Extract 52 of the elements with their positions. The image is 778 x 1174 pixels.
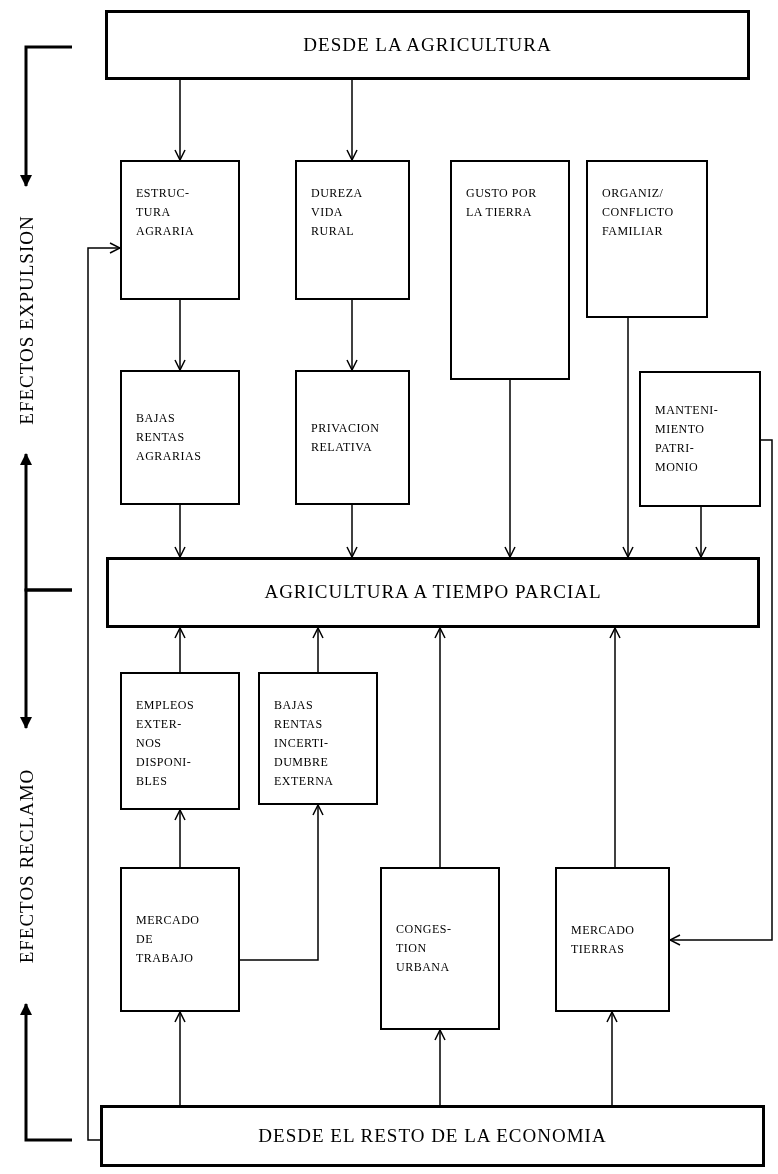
node-label: GUSTO POR LA TIERRA <box>466 185 538 221</box>
process-box <box>100 1105 765 1167</box>
process-box <box>120 160 240 300</box>
arrow <box>346 299 358 371</box>
arrow <box>346 504 358 558</box>
node-label: ESTRUC- TURA AGRARIA <box>136 185 195 240</box>
process-box <box>450 160 570 380</box>
arrow <box>346 79 358 161</box>
arrow <box>87 242 121 1141</box>
process-box <box>555 867 670 1012</box>
process-box <box>295 160 410 300</box>
arrow <box>174 1011 186 1106</box>
arrow <box>174 79 186 161</box>
node-label: MERCADO DE TRABAJO <box>136 912 200 967</box>
node-label: DESDE EL RESTO DE LA ECONOMIA <box>258 1123 607 1148</box>
vertical-label: EFECTOS RECLAMO <box>16 768 36 964</box>
arrow <box>695 506 707 558</box>
node-label: BAJAS RENTAS AGRARIAS <box>136 410 202 465</box>
arrow <box>312 627 324 673</box>
arrow <box>174 299 186 371</box>
node-label: DUREZA VIDA RURAL <box>311 185 362 240</box>
arrow <box>434 1029 446 1106</box>
node-label: MANTENI- MIENTO PATRI- MONIO <box>655 402 719 476</box>
process-box <box>380 867 500 1030</box>
node-label: ORGANIZ/ CONFLICTO FAMILIAR <box>602 185 674 240</box>
arrow <box>174 504 186 558</box>
arrow <box>622 317 634 558</box>
process-box <box>586 160 708 318</box>
arrow <box>239 804 324 961</box>
node-label: MERCADO TIERRAS <box>571 921 635 958</box>
arrow <box>434 627 446 868</box>
process-box <box>120 867 240 1012</box>
node-label: AGRICULTURA A TIEMPO PARCIAL <box>264 580 602 605</box>
arrow <box>174 809 186 868</box>
process-box <box>105 10 750 80</box>
arrow <box>669 439 773 946</box>
arrow <box>606 1011 618 1106</box>
process-box <box>120 370 240 505</box>
node-label: CONGES- TION URBANA <box>396 921 452 976</box>
arrow <box>504 379 516 558</box>
arrow <box>609 627 621 868</box>
process-box <box>258 672 378 805</box>
vertical-label: EFECTOS EXPULSION <box>16 215 36 425</box>
process-box <box>639 371 761 507</box>
node-label: DESDE LA AGRICULTURA <box>303 32 552 57</box>
process-box <box>120 672 240 810</box>
process-box <box>295 370 410 505</box>
arrow <box>174 627 186 673</box>
process-box <box>106 557 760 628</box>
node-label: PRIVACION RELATIVA <box>311 419 380 456</box>
node-label: EMPLEOS EXTER- NOS DISPONI- BLES <box>136 697 195 790</box>
node-label: BAJAS RENTAS INCERTI- DUMBRE EXTERNA <box>274 697 334 790</box>
